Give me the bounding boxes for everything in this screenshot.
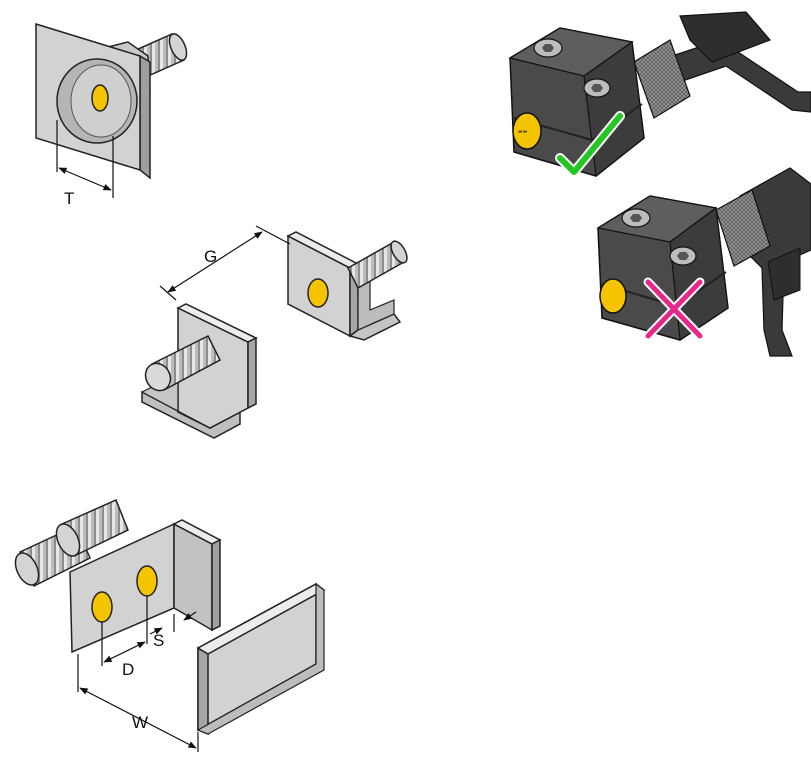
sensor-face <box>136 565 158 597</box>
sensor-face <box>91 84 109 112</box>
left-angle-bracket <box>140 303 258 439</box>
label-t: T <box>64 189 74 208</box>
right-angle-bracket <box>286 231 408 341</box>
side-by-side-figure: S D W <box>14 498 326 752</box>
connector <box>633 39 691 119</box>
label-d: D <box>122 660 134 679</box>
incorrect-orientation-figure <box>596 167 811 357</box>
flush-mount-figure: T <box>35 22 188 208</box>
label-s: S <box>153 631 164 650</box>
check-icon <box>557 113 623 175</box>
sensor-face <box>599 278 627 314</box>
label-w: W <box>132 713 148 732</box>
sensor-face <box>307 278 329 308</box>
cross-icon <box>643 277 705 341</box>
svg-text:▬▬: ▬▬ <box>518 129 528 135</box>
facing-sensors-figure: G <box>140 225 408 439</box>
correct-orientation-figure: ▬▬ <box>508 11 811 178</box>
connector <box>715 189 771 267</box>
label-g: G <box>204 247 217 266</box>
cable <box>659 39 811 113</box>
sensor-face <box>512 112 542 150</box>
sensor-face <box>91 591 113 623</box>
